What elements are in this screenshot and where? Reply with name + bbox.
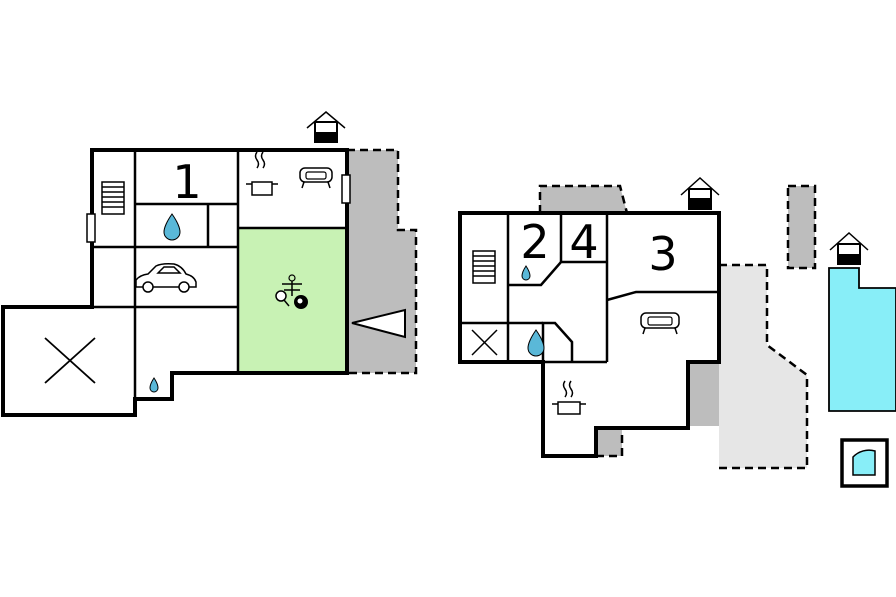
kitchen-pot-icon — [246, 151, 278, 196]
house-icon — [306, 111, 346, 143]
right-building-walls — [458, 211, 721, 458]
cross-icon — [44, 337, 96, 384]
sofa-icon — [640, 312, 680, 335]
bathroom-drop-icon — [521, 265, 531, 281]
arrow-icon — [351, 308, 406, 339]
stairs-icon — [472, 250, 496, 284]
terrace-top — [540, 186, 627, 213]
stairs-icon — [101, 181, 125, 215]
bedroom-3-number: 3 — [648, 227, 677, 281]
car-icon — [135, 263, 197, 293]
terrace-pool — [788, 186, 815, 268]
terrace-bottom — [596, 428, 622, 456]
kitchen-pot-icon — [552, 380, 586, 415]
bathroom-drop-icon — [149, 377, 159, 393]
bedroom-2-number: 2 — [520, 215, 549, 269]
bathroom-drop-icon — [527, 329, 545, 357]
pool — [828, 267, 896, 412]
terrace-small — [688, 362, 719, 426]
pool-shower-icon — [840, 438, 889, 488]
house-icon — [829, 231, 869, 265]
terrace-left — [347, 150, 416, 373]
bathroom-drop-icon — [163, 213, 181, 241]
cross-icon — [471, 329, 498, 356]
bedroom-4-number: 4 — [569, 215, 598, 269]
bedroom-1-number: 1 — [172, 155, 201, 209]
table-tennis-icon — [275, 290, 290, 307]
billiard-ball-icon — [294, 295, 308, 309]
house-icon — [680, 176, 720, 210]
activity-room — [238, 228, 346, 373]
terrace-right — [719, 265, 807, 468]
sofa-icon — [299, 167, 333, 189]
table-football-icon — [282, 274, 302, 296]
